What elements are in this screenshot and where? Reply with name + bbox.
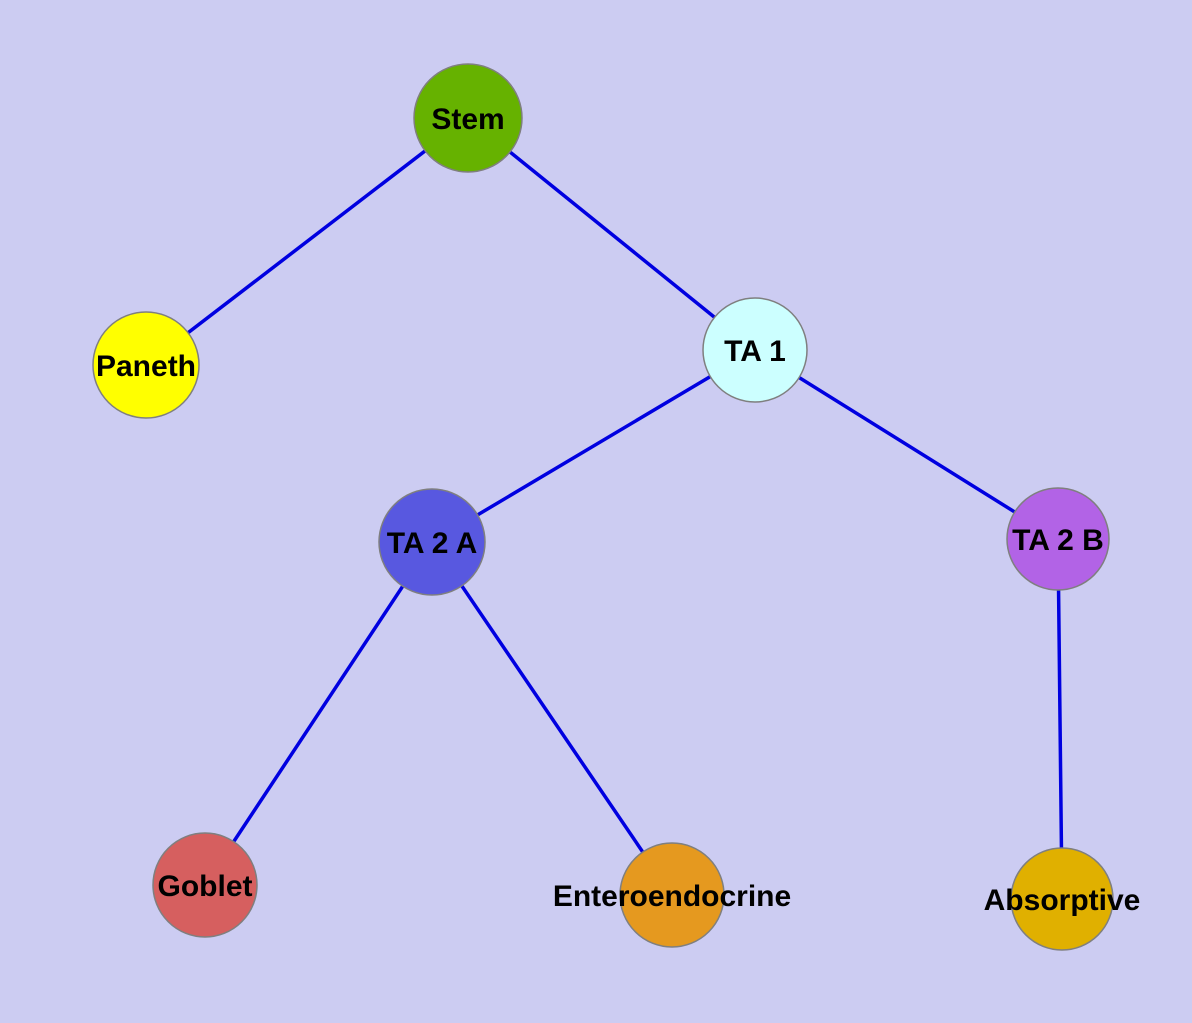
node-label-ta2a: TA 2 A [387, 527, 478, 560]
node-circle-absorptive [1010, 847, 1114, 951]
edge-ta1-ta2a [430, 348, 757, 544]
node-paneth: Paneth [92, 311, 200, 419]
node-ta2b: TA 2 B [1006, 487, 1110, 591]
node-label-enteroendocrine: Enteroendocrine [553, 880, 791, 913]
node-circle-ta2a [378, 488, 486, 596]
node-goblet: Goblet [152, 832, 258, 938]
node-ta2a: TA 2 A [378, 488, 486, 596]
node-absorptive: Absorptive [984, 847, 1141, 951]
node-enteroendocrine: Enteroendocrine [553, 842, 791, 948]
node-label-ta2b: TA 2 B [1012, 524, 1104, 557]
node-circle-enteroendocrine [619, 842, 725, 948]
node-circle-paneth [92, 311, 200, 419]
node-label-absorptive: Absorptive [984, 884, 1141, 917]
node-circle-goblet [152, 832, 258, 938]
edge-stem-paneth [144, 116, 470, 367]
edge-ta2a-enteroendocrine [430, 540, 674, 897]
node-label-paneth: Paneth [96, 350, 196, 383]
node-circle-ta1 [702, 297, 808, 403]
node-label-stem: Stem [431, 103, 504, 136]
node-circle-ta2b [1006, 487, 1110, 591]
node-label-goblet: Goblet [158, 870, 253, 903]
edges-layer [144, 116, 1064, 901]
edge-ta1-ta2b [753, 348, 1060, 541]
edge-stem-ta1 [466, 116, 757, 352]
node-label-ta1: TA 1 [724, 335, 786, 368]
edge-ta2b-absorptive [1056, 537, 1064, 901]
node-stem: Stem [413, 63, 523, 173]
edge-ta2a-goblet [203, 540, 434, 887]
node-ta1: TA 1 [702, 297, 808, 403]
node-circle-stem [413, 63, 523, 173]
